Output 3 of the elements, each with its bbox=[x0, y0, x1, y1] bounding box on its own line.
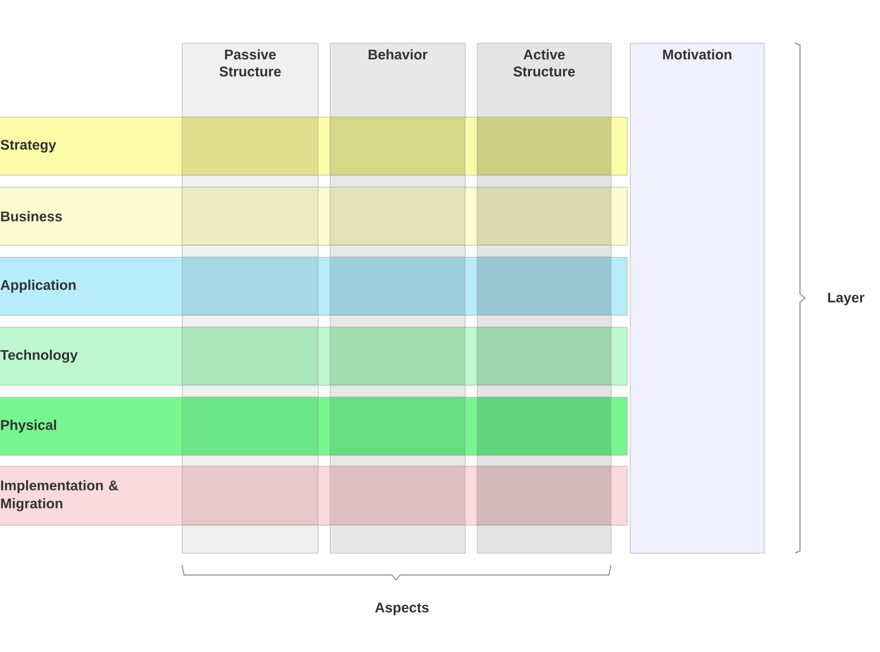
axis-label: Layer bbox=[828, 292, 864, 306]
axis-label: Aspects bbox=[375, 602, 429, 616]
aspect-column: Motivation bbox=[630, 43, 764, 554]
